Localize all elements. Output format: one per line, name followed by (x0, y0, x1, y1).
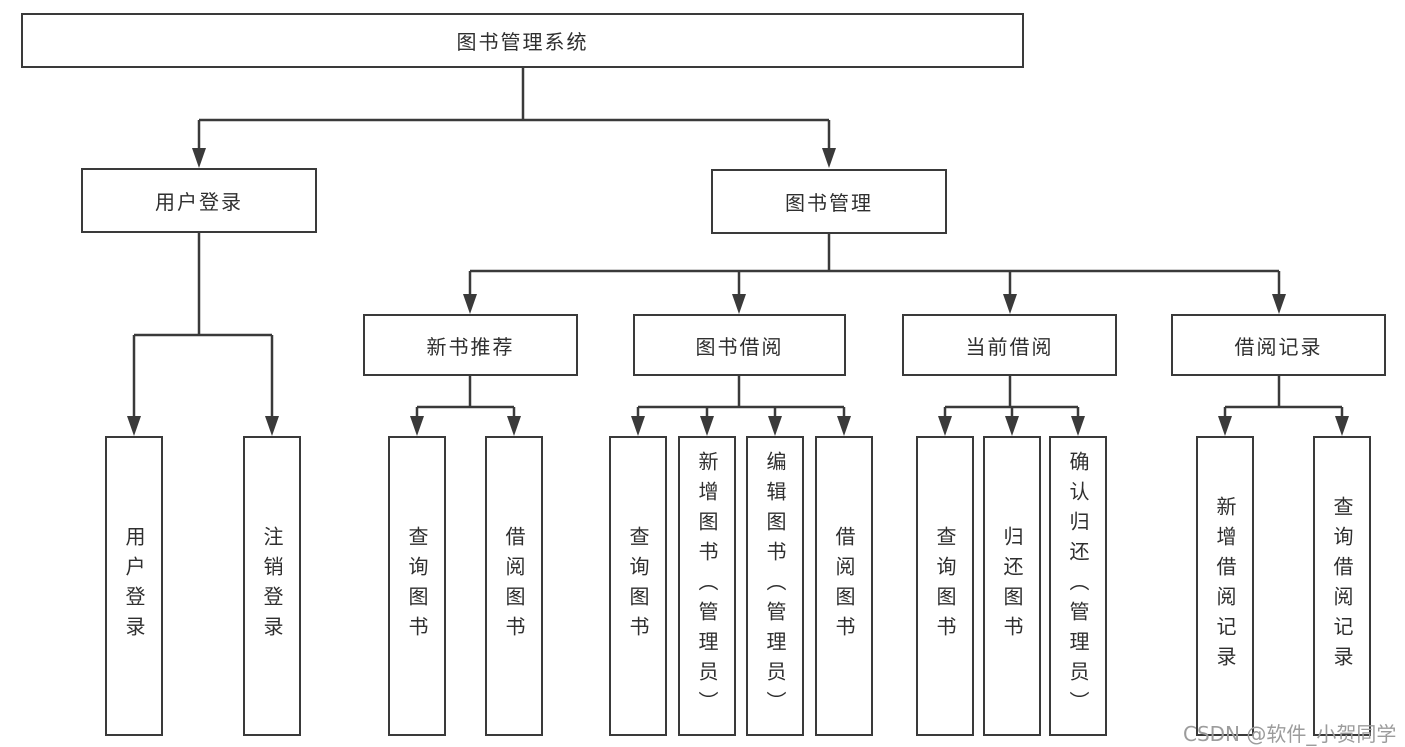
leaf-current-query: 查询图书 (916, 436, 974, 736)
node-user-login: 用户登录 (81, 168, 317, 233)
csdn-watermark: CSDN @软件_小贺同学 (1183, 722, 1397, 746)
node-root: 图书管理系统 (21, 13, 1024, 68)
arrowheads (127, 148, 1349, 436)
node-user-login-label: 用户登录 (155, 190, 243, 214)
leaf-label: 新增图书（管理员） (695, 451, 719, 721)
node-book-borrow-label: 图书借阅 (695, 334, 784, 359)
leaf-label: 查询图书 (933, 526, 957, 646)
leaf-label: 用户登录 (122, 526, 146, 646)
node-new-books-label: 新书推荐 (426, 334, 515, 359)
leaf-label: 查询图书 (626, 526, 650, 646)
leaf-current-return: 归还图书 (983, 436, 1041, 736)
node-borrow-records-label: 借阅记录 (1234, 334, 1323, 359)
leaf-borrow-add-admin: 新增图书（管理员） (678, 436, 736, 736)
node-current-borrow: 当前借阅 (902, 314, 1117, 376)
leaf-label: 借阅图书 (502, 526, 526, 646)
node-book-borrow: 图书借阅 (633, 314, 846, 376)
node-current-borrow-label: 当前借阅 (965, 334, 1054, 359)
node-book-mgmt: 图书管理 (711, 169, 947, 234)
leaf-new-books-query: 查询图书 (388, 436, 446, 736)
leaf-label: 新增借阅记录 (1213, 496, 1237, 676)
leaf-label: 确认归还（管理员） (1066, 451, 1090, 721)
leaf-records-add: 新增借阅记录 (1196, 436, 1254, 736)
leaf-label: 借阅图书 (832, 526, 856, 646)
leaf-new-books-borrow: 借阅图书 (485, 436, 543, 736)
node-root-label: 图书管理系统 (456, 30, 589, 54)
leaf-label: 编辑图书（管理员） (763, 451, 787, 721)
leaf-label: 查询图书 (405, 526, 429, 646)
leaf-current-confirm-admin: 确认归还（管理员） (1049, 436, 1107, 736)
leaf-borrow-query: 查询图书 (609, 436, 667, 736)
leaf-logout: 注销登录 (243, 436, 301, 736)
leaf-label: 查询借阅记录 (1330, 496, 1354, 676)
node-book-mgmt-label: 图书管理 (785, 191, 873, 215)
leaf-borrow-book: 借阅图书 (815, 436, 873, 736)
leaf-label: 注销登录 (260, 526, 284, 646)
node-borrow-records: 借阅记录 (1171, 314, 1386, 376)
node-new-books: 新书推荐 (363, 314, 578, 376)
leaf-user-login: 用户登录 (105, 436, 163, 736)
leaf-borrow-edit-admin: 编辑图书（管理员） (746, 436, 804, 736)
leaf-label: 归还图书 (1000, 526, 1024, 646)
leaf-records-query: 查询借阅记录 (1313, 436, 1371, 736)
